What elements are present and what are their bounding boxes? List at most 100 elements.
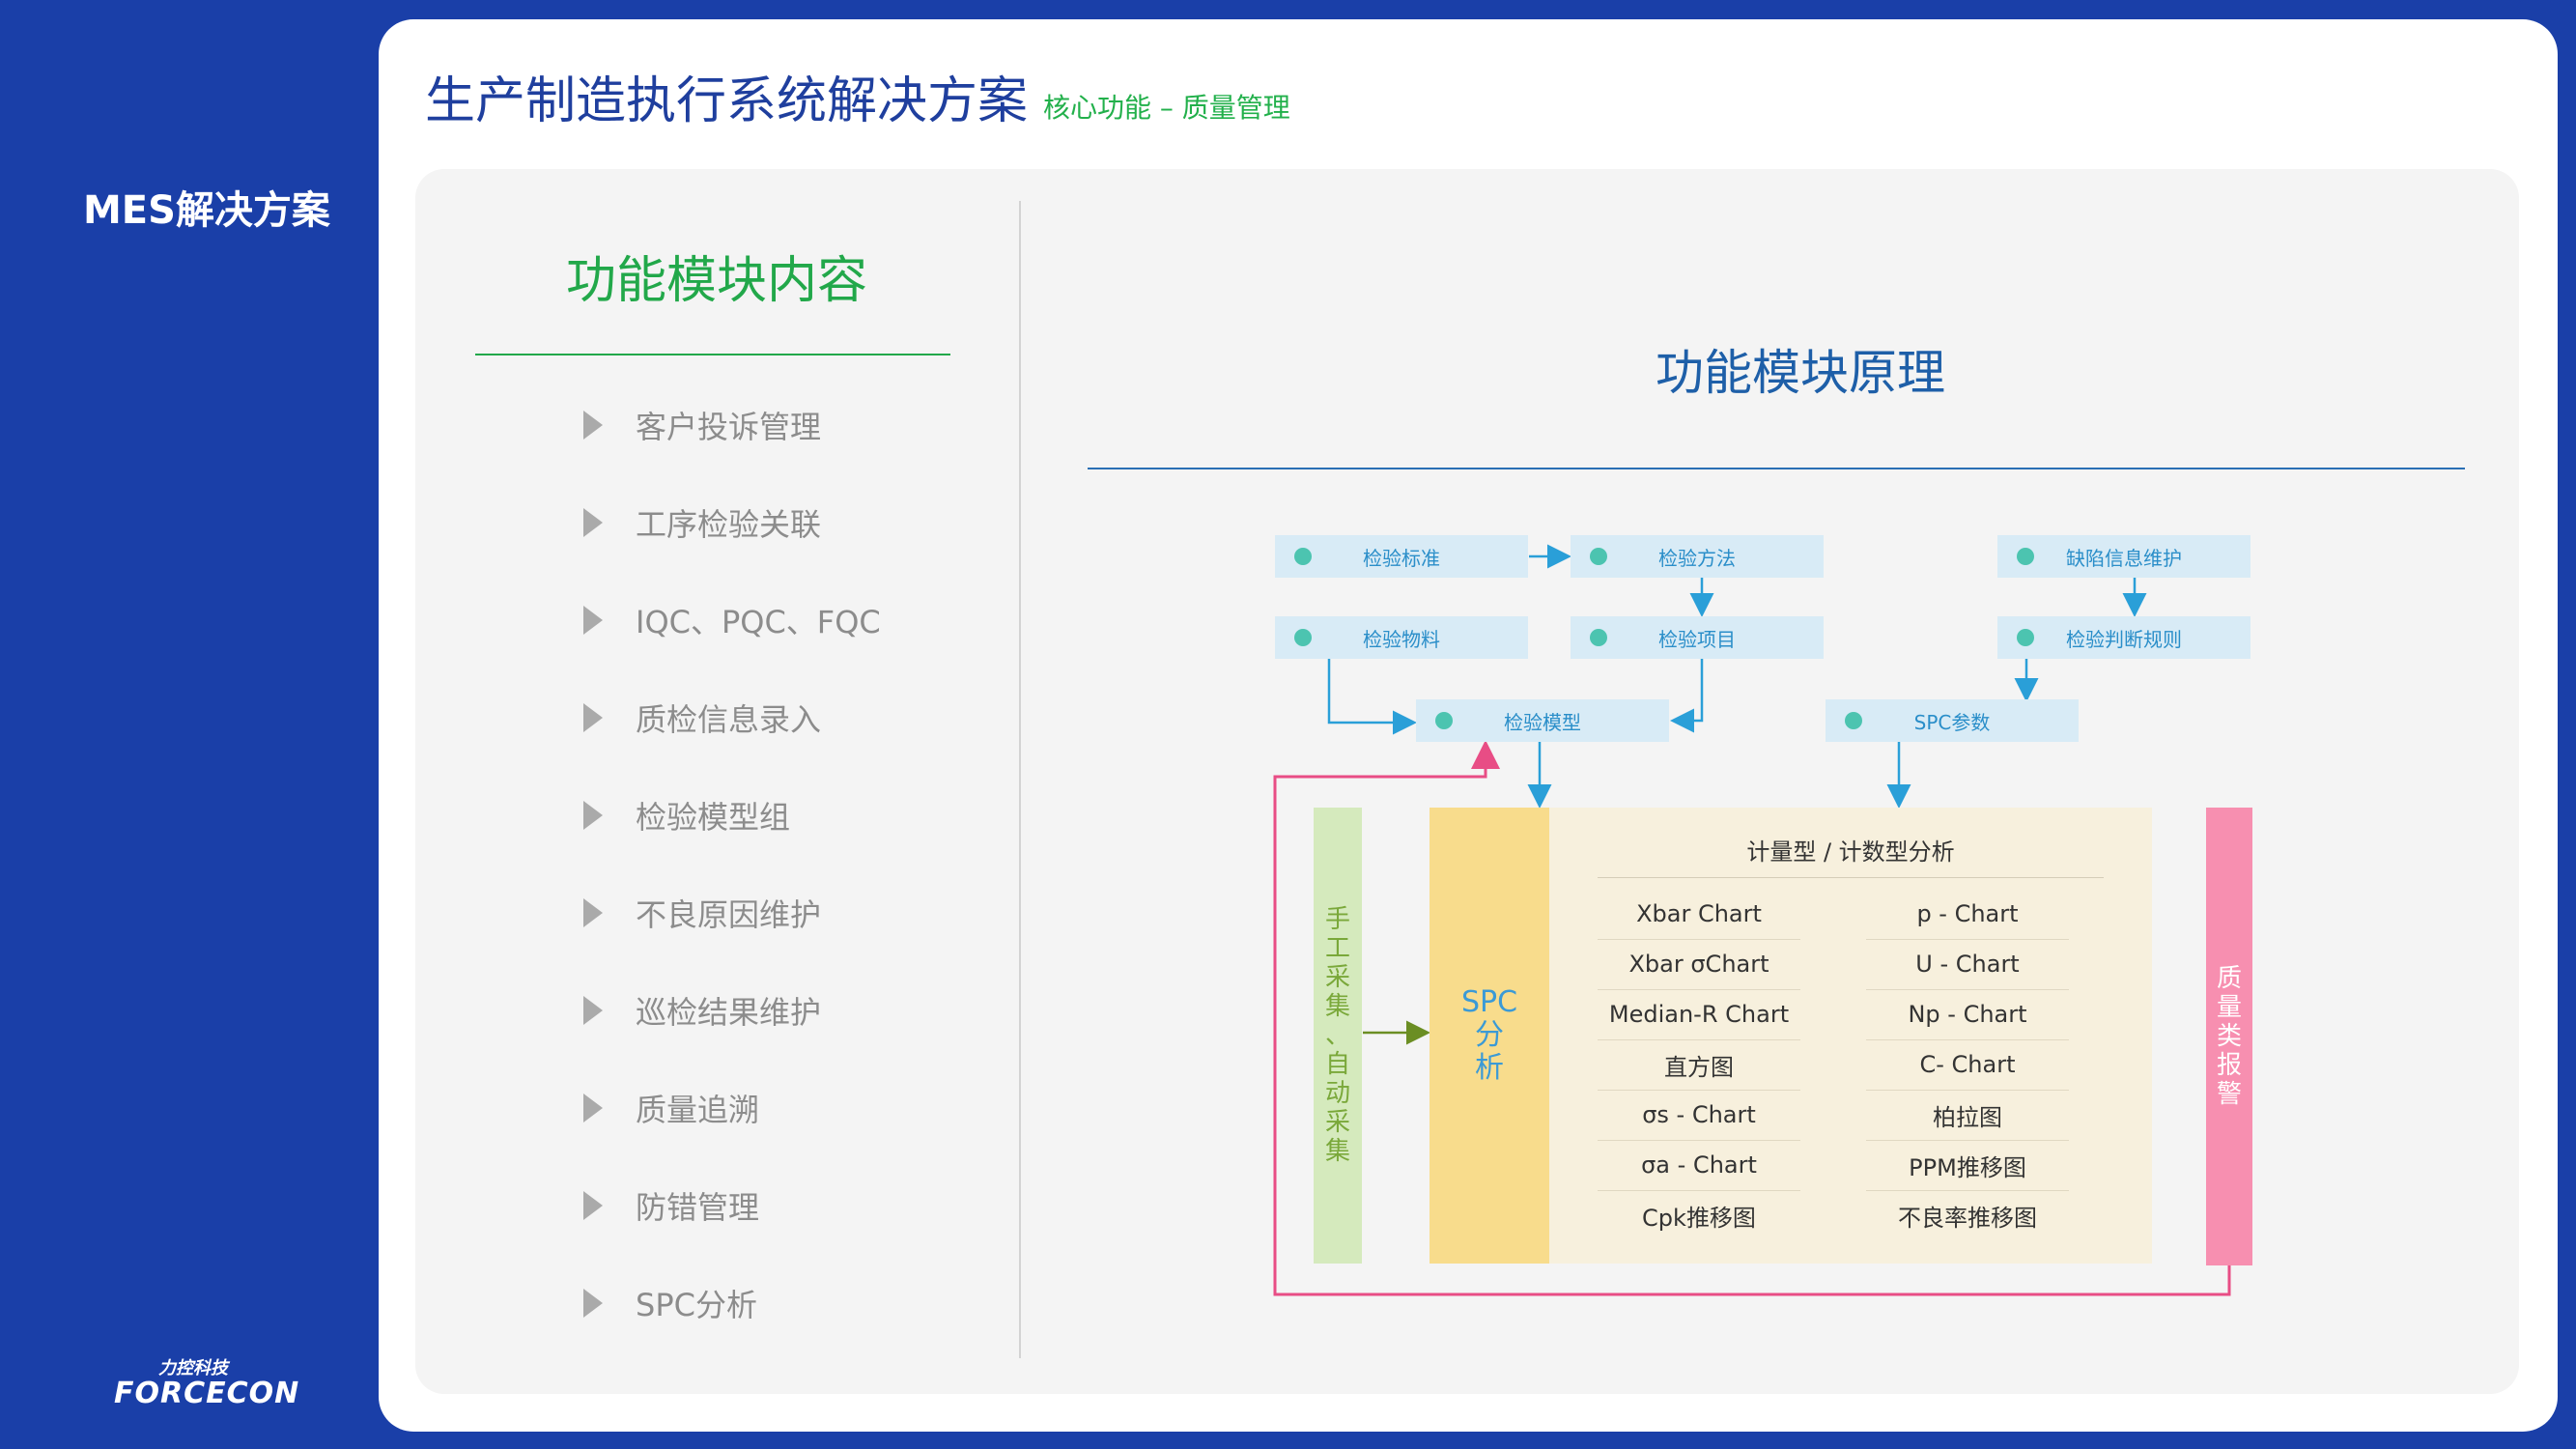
module-item-label: 客户投诉管理 — [636, 409, 822, 445]
flow-box-inspect-material[interactable]: 检验物料 — [1275, 616, 1528, 659]
module-item[interactable]: 防错管理 — [583, 1184, 759, 1227]
alarm-char: 质 — [2216, 964, 2242, 993]
analysis-panel: 计量型 / 计数型分析 Xbar Chart Xbar σChart Media… — [1549, 808, 2152, 1264]
sidebar: MES解决方案 力控科技 FORCECON — [0, 0, 379, 1449]
module-item[interactable]: 检验模型组 — [583, 794, 790, 837]
collection-char: 工 — [1324, 934, 1350, 963]
module-item[interactable]: 质量追溯 — [583, 1087, 759, 1129]
collection-char: 采 — [1324, 1108, 1350, 1137]
module-item[interactable]: 质检信息录入 — [583, 696, 821, 739]
teal-dot-icon — [1845, 712, 1862, 729]
triangle-bullet-icon — [583, 898, 603, 927]
module-item[interactable]: 客户投诉管理 — [583, 404, 821, 446]
module-item[interactable]: IQC、PQC、FQC — [583, 599, 881, 641]
chart-type-item[interactable]: 不良率推移图 — [1898, 1204, 2037, 1232]
panel-divider — [1019, 201, 1021, 1358]
flow-box-defect-info[interactable]: 缺陷信息维护 — [1997, 535, 2250, 578]
chart-type-item[interactable]: p - Chart — [1866, 889, 2069, 940]
analysis-title-divider — [1598, 877, 2104, 878]
triangle-bullet-icon — [583, 508, 603, 537]
chart-type-item[interactable]: Median-R Chart — [1598, 989, 1800, 1040]
alarm-char: 警 — [2216, 1080, 2242, 1109]
alarm-char: 报 — [2216, 1051, 2242, 1080]
sidebar-title: MES解决方案 — [83, 188, 330, 233]
collection-char: 、 — [1324, 1021, 1350, 1050]
collection-char: 采 — [1324, 963, 1350, 992]
flow-box-label: 检验模型 — [1504, 710, 1581, 734]
flow-box-label: 检验项目 — [1658, 627, 1736, 651]
triangle-bullet-icon — [583, 1191, 603, 1220]
teal-dot-icon — [1590, 548, 1607, 565]
alarm-char: 类 — [2216, 1022, 2242, 1051]
triangle-bullet-icon — [583, 996, 603, 1025]
teal-dot-icon — [1435, 712, 1453, 729]
triangle-bullet-icon — [583, 411, 603, 440]
module-item-label: 质检信息录入 — [636, 701, 822, 738]
triangle-bullet-icon — [583, 703, 603, 732]
spc-analysis-bar[interactable]: SPC 分 析 — [1430, 808, 1549, 1264]
flow-box-inspect-standard[interactable]: 检验标准 — [1275, 535, 1528, 578]
chart-type-item[interactable]: σs - Chart — [1598, 1090, 1800, 1141]
analysis-title: 计量型 / 计数型分析 — [1746, 838, 1955, 866]
teal-dot-icon — [2017, 548, 2034, 565]
module-item[interactable]: 不良原因维护 — [583, 892, 821, 934]
collection-char: 集 — [1324, 992, 1350, 1021]
teal-dot-icon — [2017, 629, 2034, 646]
flow-box-inspect-item[interactable]: 检验项目 — [1571, 616, 1824, 659]
teal-dot-icon — [1590, 629, 1607, 646]
spc-analysis-line: 析 — [1475, 1051, 1504, 1085]
chart-type-item[interactable]: PPM推移图 — [1866, 1140, 2069, 1191]
logo-en-text: FORCECON — [114, 1377, 300, 1410]
logo-cn-text: 力控科技 — [158, 1358, 228, 1378]
module-content-underline — [475, 354, 950, 355]
module-principle-underline — [1088, 468, 2465, 469]
spc-analysis-line: SPC — [1460, 985, 1518, 1019]
module-content-heading: 功能模块内容 — [566, 252, 868, 310]
module-principle-heading: 功能模块原理 — [1656, 345, 1945, 401]
chart-type-item[interactable]: σa - Chart — [1598, 1140, 1800, 1191]
flow-box-inspect-model[interactable]: 检验模型 — [1416, 699, 1669, 742]
chart-type-item[interactable]: Np - Chart — [1866, 989, 2069, 1040]
page-title: 生产制造执行系统解决方案 — [425, 72, 1029, 130]
flow-box-inspect-method[interactable]: 检验方法 — [1571, 535, 1824, 578]
module-item-label: 巡检结果维护 — [636, 994, 822, 1031]
flow-box-inspect-rule[interactable]: 检验判断规则 — [1997, 616, 2250, 659]
collection-char: 集 — [1324, 1137, 1350, 1166]
collection-char: 自 — [1324, 1050, 1350, 1079]
triangle-bullet-icon — [583, 801, 603, 830]
chart-type-item[interactable]: 柏拉图 — [1866, 1090, 2069, 1141]
chart-type-item[interactable]: C- Chart — [1866, 1039, 2069, 1091]
flow-box-spc-param[interactable]: SPC参数 — [1826, 699, 2079, 742]
triangle-bullet-icon — [583, 606, 603, 635]
spc-analysis-line: 分 — [1475, 1018, 1504, 1052]
module-item[interactable]: 巡检结果维护 — [583, 989, 821, 1032]
module-item[interactable]: SPC分析 — [583, 1282, 757, 1324]
teal-dot-icon — [1294, 629, 1312, 646]
chart-type-item[interactable]: Xbar σChart — [1598, 939, 1800, 990]
collection-char: 手 — [1324, 905, 1350, 934]
flow-box-label: 检验判断规则 — [2066, 627, 2182, 651]
module-item-label: 不良原因维护 — [636, 896, 822, 933]
module-item-label: 检验模型组 — [636, 799, 791, 836]
flow-box-label: SPC参数 — [1913, 710, 1991, 734]
flow-box-label: 检验方法 — [1658, 546, 1736, 570]
module-item-label: 工序检验关联 — [636, 506, 822, 543]
flow-box-label: 检验物料 — [1363, 627, 1440, 651]
triangle-bullet-icon — [583, 1289, 603, 1318]
triangle-bullet-icon — [583, 1094, 603, 1122]
module-item-label: 质量追溯 — [636, 1092, 760, 1128]
module-item-label: SPC分析 — [636, 1287, 757, 1323]
page-subtitle: 核心功能 – 质量管理 — [1043, 92, 1290, 124]
teal-dot-icon — [1294, 548, 1312, 565]
module-item-label: 防错管理 — [636, 1189, 760, 1226]
collection-char: 动 — [1324, 1079, 1350, 1108]
quality-alarm-bar[interactable]: 质 量 类 报 警 — [2206, 808, 2252, 1265]
alarm-char: 量 — [2216, 993, 2242, 1022]
chart-type-item[interactable]: 直方图 — [1598, 1039, 1800, 1091]
chart-type-item[interactable]: Xbar Chart — [1598, 889, 1800, 940]
chart-type-item[interactable]: U - Chart — [1866, 939, 2069, 990]
chart-type-item[interactable]: Cpk推移图 — [1642, 1204, 1756, 1232]
collection-bar: 手 工 采 集 、 自 动 采 集 — [1314, 808, 1362, 1264]
module-item[interactable]: 工序检验关联 — [583, 501, 821, 544]
